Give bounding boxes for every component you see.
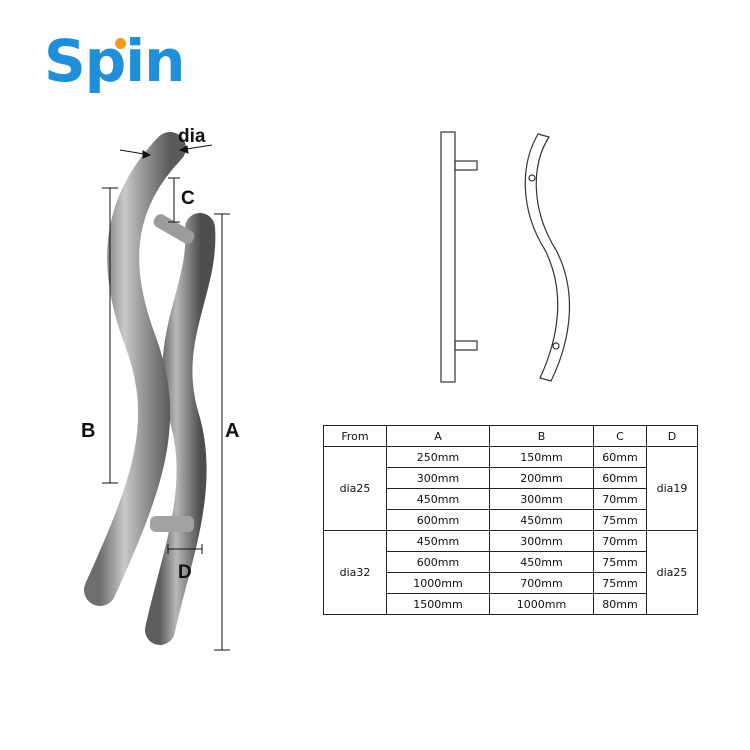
drawing-standoff-bottom (454, 340, 478, 351)
standoff-bottom (150, 516, 194, 532)
table-row: dia32 450mm 300mm 70mm dia25 (323, 530, 698, 615)
header-from: From (323, 425, 387, 447)
spec-table: From A B C D dia25 250mm 150mm 60mm dia1… (323, 425, 698, 615)
header-c: C (593, 425, 647, 447)
logo-dot-icon (115, 38, 126, 49)
handle-back-bar (145, 213, 216, 645)
cell-b: 700mm (489, 572, 594, 594)
handle-front-bar (84, 132, 186, 606)
cell-d: dia19 (646, 446, 698, 531)
cell-a: 450mm (386, 530, 490, 552)
drawing-side-curve (524, 133, 571, 382)
cell-a: 1000mm (386, 572, 490, 594)
cell-a: 600mm (386, 551, 490, 573)
cell-c: 60mm (593, 446, 647, 468)
cell-b: 1000mm (489, 593, 594, 615)
table-header-row: From A B C D (323, 425, 698, 447)
cell-c: 75mm (593, 551, 647, 573)
product-photo (84, 132, 230, 651)
cell-a: 600mm (386, 509, 490, 531)
brand-logo: Spin (44, 32, 185, 90)
cell-b: 200mm (489, 467, 594, 489)
cell-c: 75mm (593, 572, 647, 594)
header-b: B (489, 425, 594, 447)
standoff-top (153, 214, 195, 244)
cell-b: 300mm (489, 488, 594, 510)
cell-c: 70mm (593, 488, 647, 510)
cell-b: 150mm (489, 446, 594, 468)
table-row: 600mm 450mm 75mm (324, 551, 698, 573)
drawing-hole-bottom (552, 342, 560, 350)
cell-b: 450mm (489, 509, 594, 531)
header-d: D (646, 425, 698, 447)
cell-a: 250mm (386, 446, 490, 468)
table-row: dia25 250mm 150mm 60mm dia19 (323, 446, 698, 531)
table-row: 1000mm 700mm 75mm (324, 572, 698, 594)
cell-c: 80mm (593, 593, 647, 615)
cell-from: dia25 (323, 446, 387, 531)
cell-c: 60mm (593, 467, 647, 489)
cell-a: 300mm (386, 467, 490, 489)
cell-c: 70mm (593, 530, 647, 552)
label-dia: dia (178, 126, 206, 147)
drawing-front-bar (440, 131, 456, 383)
cell-a: 1500mm (386, 593, 490, 615)
table-row: 450mm 300mm 70mm (324, 488, 698, 510)
label-a: A (225, 420, 240, 442)
cell-b: 300mm (489, 530, 594, 552)
cell-b: 450mm (489, 551, 594, 573)
table-row: 1500mm 1000mm 80mm (324, 593, 698, 615)
cell-d: dia25 (646, 530, 698, 615)
header-a: A (386, 425, 490, 447)
table-row: 600mm 450mm 75mm (324, 509, 698, 531)
cell-a: 450mm (386, 488, 490, 510)
cell-c: 75mm (593, 509, 647, 531)
label-c: C (181, 188, 195, 209)
logo-text: Spin (44, 27, 185, 95)
label-b: B (81, 420, 96, 442)
cell-from: dia32 (323, 530, 387, 615)
technical-drawing (440, 131, 571, 383)
label-d: D (178, 562, 192, 583)
drawing-standoff-top (454, 160, 478, 171)
drawing-hole-top (528, 174, 536, 182)
